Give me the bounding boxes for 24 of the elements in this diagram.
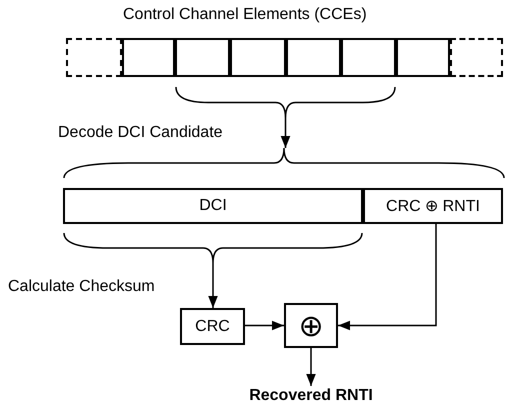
edge-label: Decode DCI Candidate [58, 124, 223, 142]
cce-box [396, 38, 450, 77]
edge-label: Calculate Checksum [8, 278, 155, 296]
curly-brace [175, 87, 396, 118]
dashed-cce-box [66, 38, 122, 77]
curly-brace [63, 148, 505, 178]
arrow [306, 348, 316, 386]
cce-box [175, 38, 230, 77]
output-text: Recovered RNTI [248, 386, 374, 406]
cce-box [230, 38, 286, 77]
xor-box: ⊕ [284, 303, 338, 348]
cce-box [341, 38, 396, 77]
cce-box [286, 38, 341, 77]
arrow [280, 118, 290, 148]
cce-box [122, 38, 175, 77]
crc-rnti-field-box: CRC ⊕ RNTI [363, 188, 503, 224]
dashed-cce-box [450, 38, 503, 77]
arrow [245, 320, 284, 330]
curly-brace [63, 233, 363, 263]
arrow [338, 224, 437, 330]
heading: Control Channel Elements (CCEs) [123, 6, 367, 24]
crc-box: CRC [180, 308, 245, 345]
arrow [208, 263, 218, 308]
dci-field-box: DCI [63, 188, 363, 224]
